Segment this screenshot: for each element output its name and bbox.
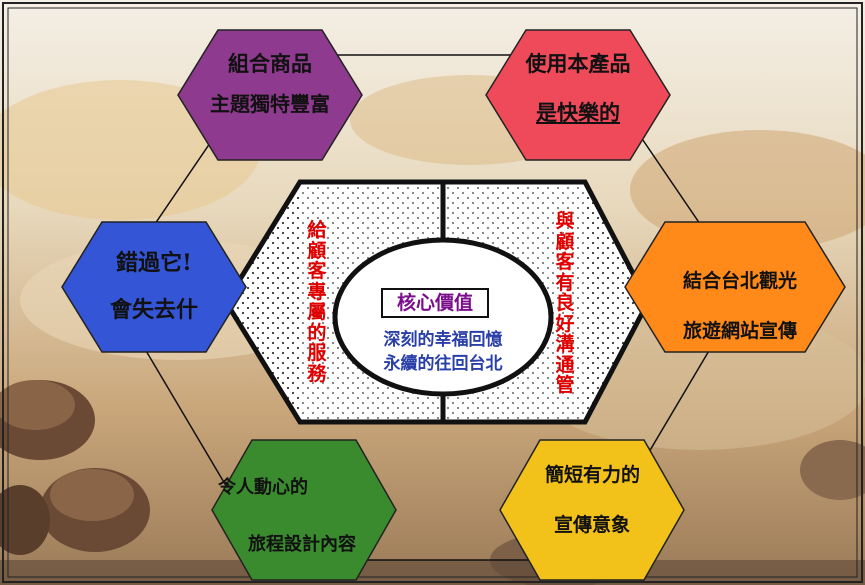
vertical-char: 管 [555,374,575,396]
hexagon-right [624,221,846,353]
core-line-2: 永續的往回台北 [383,354,503,374]
hexagon-top-left [177,29,363,161]
vertical-char: 屬 [307,301,327,323]
vertical-char: 顧 [555,230,575,253]
hex-bottom-left-line1: 令人動心的 [218,477,308,498]
vertical-char: 好 [555,312,575,335]
vertical-char: 服 [307,342,327,364]
hex-left-line2: 會失去什 [109,297,198,323]
hex-left-line1: 錯過它! [116,250,192,276]
hex-top-right-line2: 是快樂的 [536,100,620,125]
left-vertical-text: 給顧客專屬的服務 [306,220,328,384]
vertical-char: 顧 [307,239,327,262]
vertical-char: 客 [555,251,575,273]
hex-bottom-right-line1: 簡短有力的 [545,464,641,486]
vertical-char: 有 [555,271,575,294]
vertical-char: 客 [307,260,327,282]
hex-bottom-right-line2: 宣傳意象 [553,514,630,536]
vertical-char: 通 [555,353,575,376]
hex-bottom-left-line2: 旅程設計內容 [248,534,356,555]
core-line-1: 深刻的幸福回憶 [383,330,503,350]
hex-top-left-line2: 主題獨特豐富 [210,92,330,116]
right-vertical-text: 與顧客有良好溝通管 [554,211,576,396]
hex-right-line1: 結合台北觀光 [682,270,797,292]
vertical-char: 溝 [555,333,575,355]
hexagon-top-right [485,29,671,161]
hex-top-left-line1: 組合商品 [228,51,312,76]
hexagon-left [61,221,247,353]
vertical-char: 的 [307,321,327,344]
core-title: 核心價值 [381,288,489,318]
vertical-char: 給 [307,219,327,241]
inner-frame [7,7,858,578]
vertical-char: 良 [555,292,575,314]
vertical-char: 務 [307,362,327,385]
hex-right-line2: 旅遊網站宣傳 [682,320,797,342]
vertical-char: 專 [307,280,327,303]
hexagon-bottom-right [499,439,685,581]
vertical-char: 與 [555,210,575,232]
hex-top-right-line1: 使用本產品 [525,51,631,76]
hexagon-bottom-left [211,439,397,581]
